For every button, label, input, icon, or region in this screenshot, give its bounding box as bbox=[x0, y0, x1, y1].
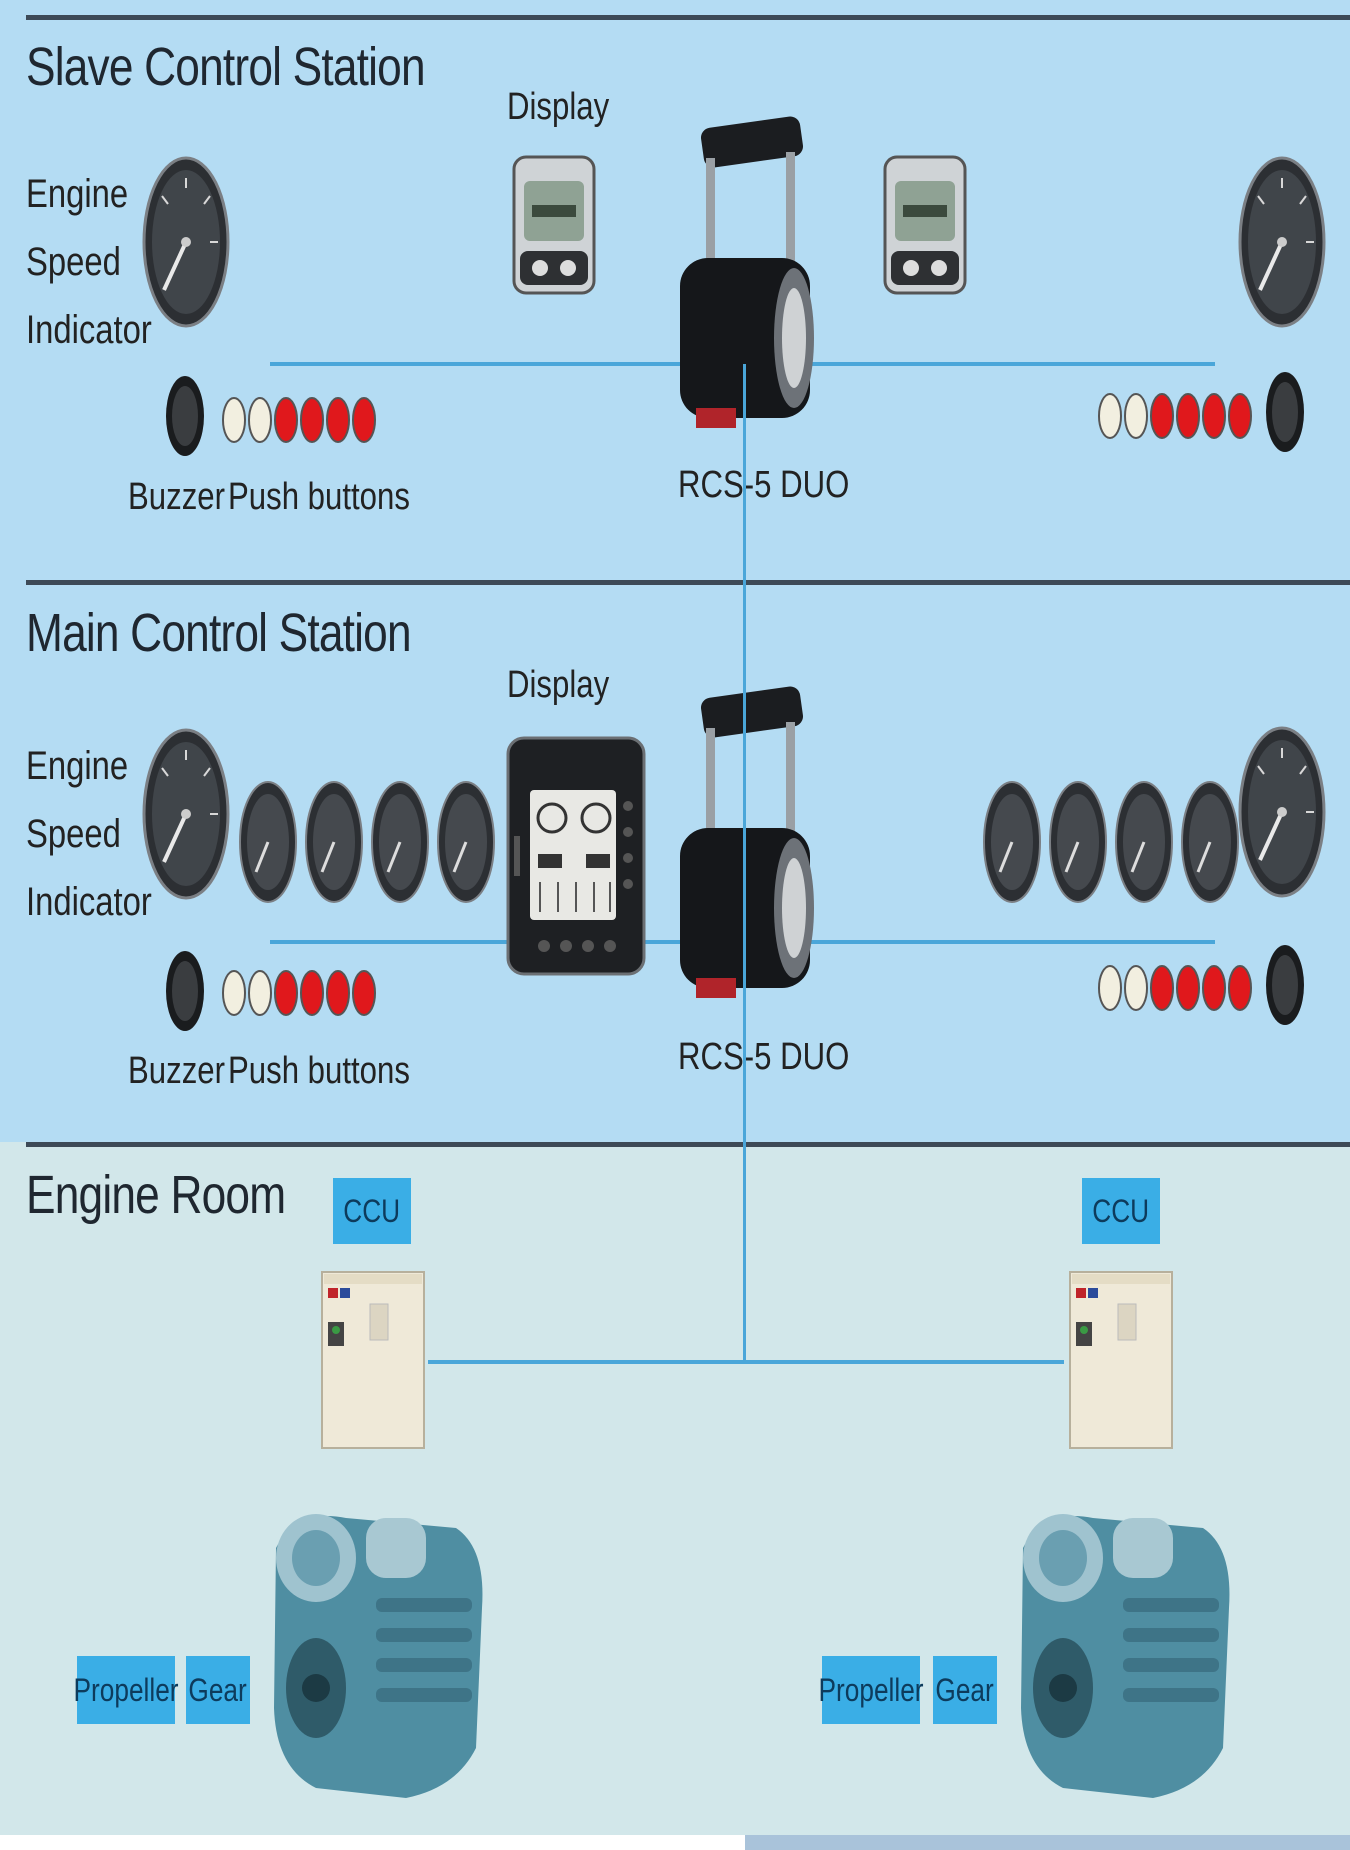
ccu-tag: CCU bbox=[1082, 1178, 1160, 1244]
buzzer-icon bbox=[166, 951, 204, 1031]
slave-control-station-section: Slave Control Station Display Engine Spe… bbox=[0, 0, 1350, 580]
push-button-icon bbox=[1150, 965, 1174, 1011]
tachometer-icon bbox=[239, 781, 297, 903]
gear-tag: Gear bbox=[186, 1656, 250, 1724]
push-button-icon bbox=[1124, 393, 1148, 439]
aux-gauge-group bbox=[982, 780, 1242, 904]
push-button-icon bbox=[248, 397, 272, 443]
tachometer-icon bbox=[437, 781, 495, 903]
push-button-icon bbox=[222, 397, 246, 443]
push-button-icon bbox=[274, 397, 298, 443]
esi-line: Speed bbox=[26, 240, 121, 284]
section-divider bbox=[26, 15, 1350, 20]
slave-display-label: Display bbox=[507, 86, 610, 128]
push-button-icon bbox=[1176, 965, 1200, 1011]
push-button-group bbox=[222, 395, 378, 445]
main-push-buttons-label: Push buttons bbox=[228, 1050, 410, 1092]
engine-icon bbox=[1021, 1514, 1230, 1798]
push-button-icon bbox=[326, 970, 350, 1016]
push-button-group bbox=[222, 968, 378, 1018]
esi-line: Engine bbox=[26, 744, 129, 788]
ccu-cabinet-icon bbox=[1069, 1271, 1173, 1449]
bottom-strip bbox=[745, 1835, 1350, 1850]
ccu-label: CCU bbox=[343, 1192, 401, 1229]
esi-line: Speed bbox=[26, 812, 121, 856]
engine-room-title: Engine Room bbox=[26, 1165, 286, 1225]
push-button-icon bbox=[352, 970, 376, 1016]
push-button-icon bbox=[1124, 965, 1148, 1011]
ccu-cabinet-icon bbox=[321, 1271, 425, 1449]
lcd-display-icon bbox=[506, 736, 646, 976]
buzzer-icon bbox=[1266, 945, 1304, 1025]
propeller-label: Propeller bbox=[818, 1671, 924, 1708]
ccu-link-wire bbox=[428, 1360, 1064, 1364]
main-display-label: Display bbox=[507, 664, 610, 706]
ccu-tag: CCU bbox=[333, 1178, 411, 1244]
engine-icon bbox=[274, 1514, 483, 1798]
ccu-label: CCU bbox=[1092, 1192, 1150, 1229]
main-esi-label: Engine Speed Indicator bbox=[26, 732, 152, 936]
slave-lever-label: RCS-5 DUO bbox=[678, 464, 850, 506]
esi-line: Indicator bbox=[26, 880, 152, 924]
push-button-icon bbox=[300, 397, 324, 443]
push-button-icon bbox=[1098, 965, 1122, 1011]
slave-esi-label: Engine Speed Indicator bbox=[26, 160, 152, 364]
push-button-icon bbox=[326, 397, 350, 443]
aux-gauge-group bbox=[238, 780, 498, 904]
control-lever-icon bbox=[680, 686, 814, 998]
push-button-icon bbox=[1098, 393, 1122, 439]
main-control-station-section: Main Control Station Display Engine Spee… bbox=[0, 580, 1350, 1142]
push-button-icon bbox=[1202, 965, 1226, 1011]
push-button-icon bbox=[222, 970, 246, 1016]
push-button-icon bbox=[1228, 965, 1252, 1011]
tachometer-icon bbox=[142, 728, 230, 900]
push-button-group bbox=[1098, 391, 1254, 441]
gear-label: Gear bbox=[935, 1671, 995, 1708]
tachometer-icon bbox=[305, 781, 363, 903]
push-button-icon bbox=[300, 970, 324, 1016]
push-button-icon bbox=[1202, 393, 1226, 439]
push-button-icon bbox=[1150, 393, 1174, 439]
tachometer-icon bbox=[1238, 156, 1326, 328]
push-button-icon bbox=[274, 970, 298, 1016]
lcd-display-icon bbox=[883, 155, 967, 295]
tachometer-icon bbox=[1238, 726, 1326, 898]
slave-station-title: Slave Control Station bbox=[26, 37, 426, 97]
tachometer-icon bbox=[371, 781, 429, 903]
propeller-tag: Propeller bbox=[818, 1656, 924, 1724]
push-button-icon bbox=[248, 970, 272, 1016]
esi-line: Engine bbox=[26, 172, 129, 216]
lcd-display-icon bbox=[512, 155, 596, 295]
slave-push-buttons-label: Push buttons bbox=[228, 476, 410, 518]
gear-label: Gear bbox=[188, 1671, 248, 1708]
main-buzzer-label: Buzzer bbox=[128, 1050, 225, 1092]
tachometer-icon bbox=[1115, 781, 1173, 903]
buzzer-icon bbox=[1266, 372, 1304, 452]
buzzer-icon bbox=[166, 376, 204, 456]
tachometer-icon bbox=[1049, 781, 1107, 903]
tachometer-icon bbox=[142, 156, 230, 328]
push-button-icon bbox=[1228, 393, 1252, 439]
push-button-icon bbox=[1176, 393, 1200, 439]
slave-buzzer-label: Buzzer bbox=[128, 476, 225, 518]
tachometer-icon bbox=[983, 781, 1041, 903]
bottom-margin bbox=[0, 1835, 745, 1850]
propeller-label: Propeller bbox=[73, 1671, 179, 1708]
tachometer-icon bbox=[1181, 781, 1239, 903]
control-lever-icon bbox=[680, 116, 814, 428]
esi-line: Indicator bbox=[26, 308, 152, 352]
push-button-icon bbox=[352, 397, 376, 443]
main-lever-label: RCS-5 DUO bbox=[678, 1036, 850, 1078]
push-button-group bbox=[1098, 963, 1254, 1013]
propeller-tag: Propeller bbox=[73, 1656, 179, 1724]
main-station-title: Main Control Station bbox=[26, 603, 412, 663]
gear-tag: Gear bbox=[933, 1656, 997, 1724]
section-divider bbox=[26, 580, 1350, 585]
engine-room-section: Engine Room CCU CCU bbox=[0, 1142, 1350, 1835]
vertical-bus-wire bbox=[743, 364, 746, 1362]
section-divider bbox=[26, 1142, 1350, 1147]
